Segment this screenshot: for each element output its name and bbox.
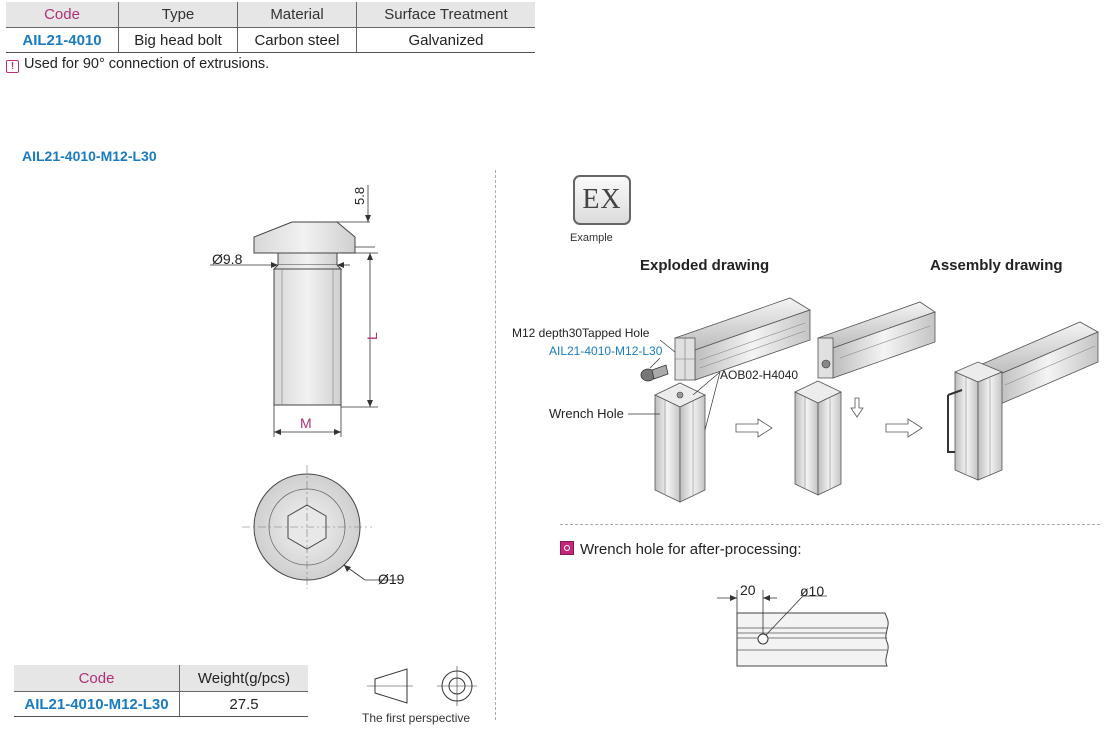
- wrench-hole-detail: [717, 590, 889, 667]
- assembly-illustration: [628, 297, 1099, 503]
- spec-cell-code: AIL21-4010: [6, 27, 119, 53]
- spec-header-surface: Surface Treatment: [356, 2, 535, 28]
- dim-thread: M: [300, 415, 312, 431]
- spec-header-type: Type: [118, 2, 238, 28]
- bullet-icon: [560, 541, 574, 555]
- exploded-bolt: [640, 364, 669, 382]
- section-divider-horizontal: [560, 524, 1100, 525]
- weight-table-header: Code Weight(g/pcs): [14, 665, 308, 692]
- dim-length: L: [364, 332, 380, 340]
- hex-key-icon: [947, 389, 963, 453]
- spec-table-row: AIL21-4010 Big head bolt Carbon steel Ga…: [6, 27, 535, 53]
- label-tapped-hole: M12 depth30Tapped Hole: [512, 326, 650, 340]
- down-arrow-icon: [850, 397, 864, 418]
- label-profile-code: AOB02-H4040: [720, 368, 799, 382]
- dim-wrench-offset: 20: [740, 582, 756, 598]
- spec-cell-surface: Galvanized: [356, 27, 535, 53]
- warning-icon: !: [6, 60, 19, 73]
- part-title: AIL21-4010-M12-L30: [22, 148, 157, 164]
- weight-cell-weight: 27.5: [179, 691, 308, 717]
- spec-cell-type: Big head bolt: [118, 27, 238, 53]
- dim-head-height: 5.8: [352, 186, 367, 205]
- spec-header-code: Code: [6, 2, 119, 28]
- dim-head-diameter: Ø19: [378, 571, 405, 587]
- example-badge-text: EX: [582, 184, 622, 215]
- spec-header-material: Material: [237, 2, 357, 28]
- perspective-label: The first perspective: [362, 711, 471, 725]
- assembled-profile: [947, 321, 1099, 481]
- wrench-note-text: Wrench hole for after-processing:: [580, 541, 802, 558]
- usage-note: ! Used for 90° connection of extrusions.: [6, 56, 269, 73]
- dim-wrench-diameter: ø10: [800, 583, 825, 599]
- assembly-drawing-title: Assembly drawing: [930, 257, 1063, 274]
- weight-table-row: AIL21-4010-M12-L30 27.5: [14, 691, 308, 717]
- label-wrench-hole: Wrench Hole: [549, 406, 624, 421]
- wrench-note: Wrench hole for after-processing:: [560, 541, 802, 558]
- spec-cell-material: Carbon steel: [237, 27, 357, 53]
- exploded-vertical-profile: [654, 382, 706, 503]
- exploded-drawing-title: Exploded drawing: [640, 257, 770, 274]
- projection-symbol-icon: [367, 666, 477, 706]
- section-divider-vertical: [495, 170, 496, 720]
- example-badge: [573, 175, 631, 225]
- weight-header-code: Code: [14, 665, 180, 692]
- example-badge-label: Example: [570, 232, 613, 244]
- weight-header-weight: Weight(g/pcs): [179, 665, 308, 692]
- weight-cell-code: AIL21-4010-M12-L30: [14, 691, 180, 717]
- spec-table-header: Code Type Material Surface Treatment: [6, 2, 535, 28]
- middle-horizontal-profile: [817, 301, 936, 379]
- usage-note-text: Used for 90° connection of extrusions.: [24, 56, 270, 72]
- weight-table: Code Weight(g/pcs) AIL21-4010-M12-L30 27…: [14, 665, 308, 717]
- label-bolt-code: AIL21-4010-M12-L30: [549, 344, 663, 358]
- exploded-horizontal-profile: [674, 297, 811, 381]
- middle-vertical-profile: [794, 380, 842, 496]
- bolt-drawing: [210, 185, 400, 589]
- dim-shank-diameter: Ø9.8: [212, 251, 243, 267]
- spec-table: Code Type Material Surface Treatment AIL…: [6, 2, 535, 53]
